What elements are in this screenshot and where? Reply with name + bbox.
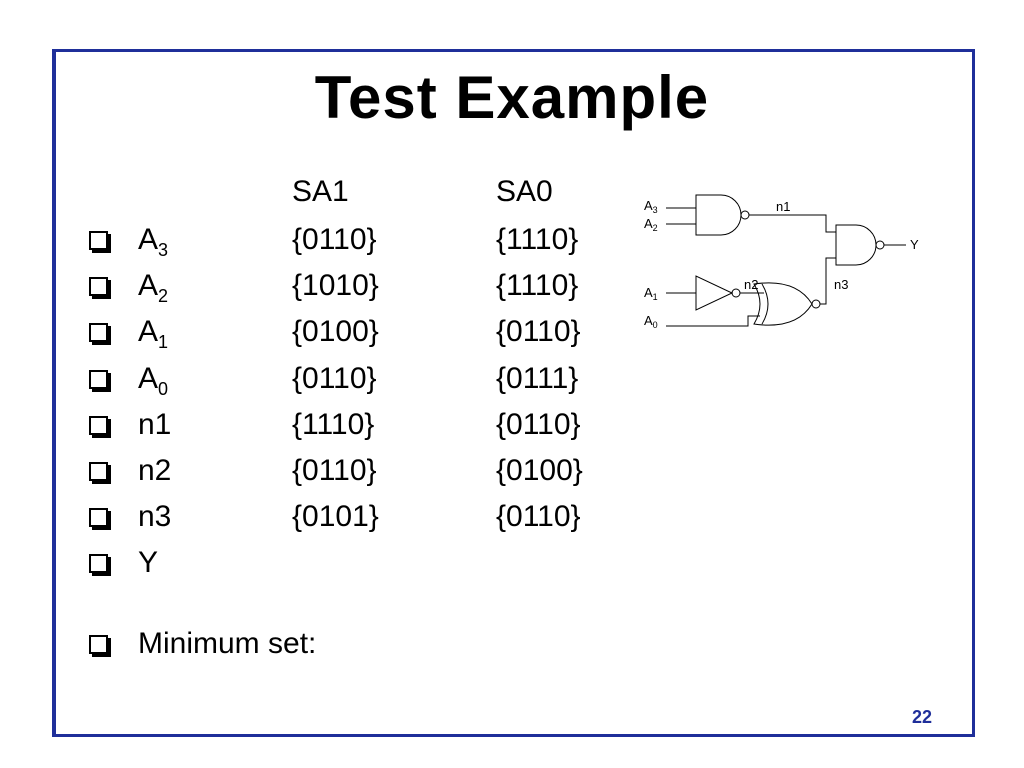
minimum-set-row: Minimum set:	[0, 624, 620, 670]
checkbox-bullet-icon	[89, 635, 108, 654]
signal-label: A1	[138, 315, 169, 353]
checkbox-bullet-icon	[89, 323, 108, 343]
sa1-test-set: {0110}	[292, 454, 377, 487]
signal-label: n1	[138, 407, 172, 441]
table-row: n2 {0110} {0100}	[0, 451, 620, 497]
table-row: A2 {1010} {1110}	[0, 266, 620, 312]
sa0-header: SA0	[496, 175, 553, 208]
inverter-gate	[695, 275, 734, 311]
input-label-a0: A0	[644, 313, 658, 330]
checkbox-bullet-icon	[89, 231, 108, 250]
signal-label: Y	[138, 546, 159, 580]
sa1-header: SA1	[292, 175, 349, 208]
sa1-test-set: {0101}	[292, 500, 379, 534]
sa0-test-set: {0110}	[496, 315, 581, 349]
circuit-diagram: A3 A2 A1 A0 n1 n2 n3 Y	[644, 194, 919, 330]
table-row: A1 {0100} {0110}	[0, 312, 620, 358]
input-label-a3: A3	[644, 198, 658, 215]
sa1-test-set: {0100}	[292, 315, 379, 349]
signal-label: A3	[138, 223, 169, 260]
minimum-set-label: Minimum set:	[138, 627, 317, 660]
sa1-test-set: {0110}	[292, 223, 377, 256]
sa0-test-set: {0100}	[496, 454, 583, 487]
sa0-test-set: {0110}	[496, 500, 581, 534]
checkbox-bullet-icon	[89, 508, 108, 528]
slide-title: Test Example	[314, 64, 710, 131]
checkbox-bullet-icon	[89, 462, 108, 481]
sa1-test-set: {0110}	[292, 361, 377, 395]
checkbox-bullet-icon	[89, 369, 108, 389]
table-row: n1 {1110} {0110}	[0, 405, 620, 451]
table-row: n3 {0101} {0110}	[0, 497, 620, 543]
signal-label: n3	[138, 500, 172, 534]
signal-label: A2	[138, 269, 169, 307]
checkbox-bullet-icon	[89, 415, 108, 435]
signal-label: n2	[138, 454, 172, 487]
nor-gate	[753, 282, 813, 326]
table-row: Y	[0, 543, 620, 589]
page-number: 22	[912, 707, 933, 727]
sa0-test-set: {0110}	[496, 407, 581, 441]
checkbox-bullet-icon	[89, 554, 108, 574]
sa1-test-set: {1010}	[292, 269, 379, 303]
output-label-y: Y	[910, 237, 919, 252]
signal-label: A0	[138, 361, 169, 399]
table-row: A3 {0110} {1110}	[0, 220, 620, 266]
net-label-n2: n2	[744, 277, 758, 292]
sa0-test-set: {0111}	[496, 361, 579, 395]
slide-frame	[52, 49, 975, 737]
sa1-test-set: {1110}	[292, 407, 375, 441]
nand-gate-1	[695, 194, 742, 236]
nand-gate-2	[835, 224, 877, 266]
sa0-test-set: {1110}	[496, 269, 579, 303]
input-label-a2: A2	[644, 216, 658, 233]
sa0-test-set: {1110}	[496, 223, 579, 256]
checkbox-bullet-icon	[89, 277, 108, 297]
input-label-a1: A1	[644, 285, 658, 302]
table-row: A0 {0110} {0111}	[0, 359, 620, 405]
net-label-n3: n3	[834, 277, 848, 292]
net-label-n1: n1	[776, 199, 790, 214]
